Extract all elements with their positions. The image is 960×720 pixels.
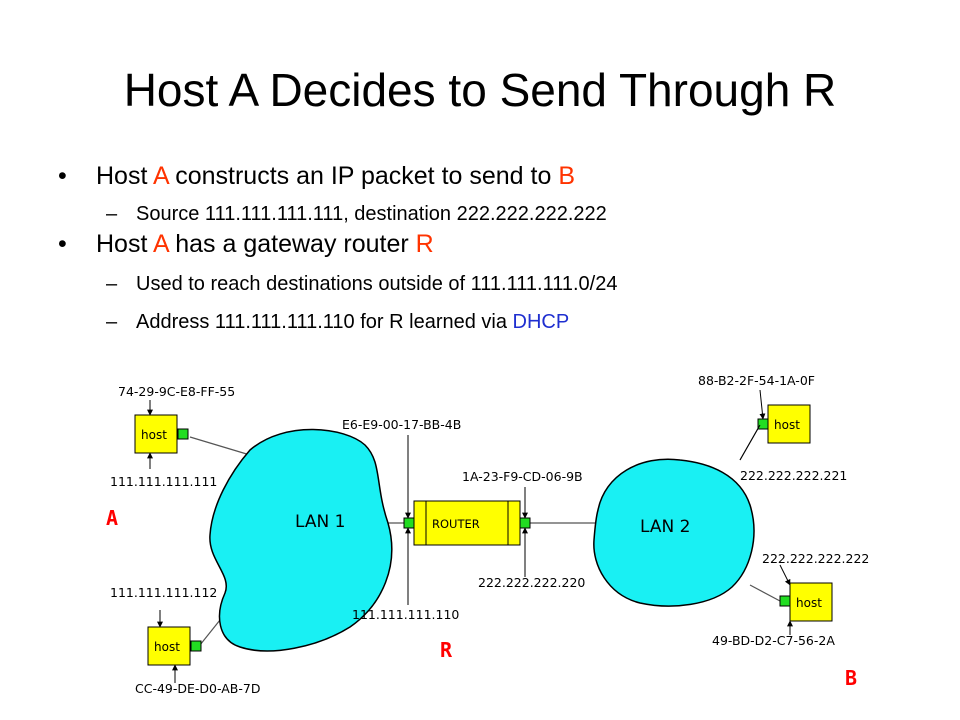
host-b-highlight: B — [558, 162, 576, 190]
router-right-ip: 222.222.222.220 — [478, 575, 585, 590]
host-c-mac: CC-49-DE-D0-AB-7D — [135, 681, 260, 696]
sub-bullet-text: Source 111.111.111.111, destination 222.… — [136, 203, 607, 225]
sub-bullet-dhcp-address: – Address 111.111.111.110 for R learned … — [58, 308, 938, 336]
dash-marker: – — [106, 311, 118, 333]
host-b: host — [779, 582, 833, 622]
bullet-text: constructs an IP packet to send to — [168, 162, 559, 190]
host-a-ip: 111.111.111.111 — [110, 474, 217, 489]
host-b-mac: 49-BD-D2-C7-56-2A — [712, 633, 835, 648]
host-c-ip: 111.111.111.112 — [110, 585, 217, 600]
bullet-marker: • — [58, 162, 67, 190]
letter-r: R — [440, 638, 453, 662]
slide-title: Host A Decides to Send Through R — [123, 64, 837, 116]
bullet-text: has a gateway router — [168, 230, 416, 258]
host-label: host — [796, 596, 822, 610]
router-right-mac: 1A-23-F9-CD-06-9B — [462, 469, 583, 484]
host-d: host — [757, 404, 811, 444]
router: ROUTER — [403, 500, 531, 546]
dash-marker: – — [106, 203, 118, 225]
sub-bullet-text: Used to reach destinations outside of 11… — [136, 273, 618, 295]
network-diagram-svg: LAN 1 LAN 2 host host ROUTER host — [106, 373, 869, 696]
host-a-mac: 74-29-9C-E8-FF-55 — [118, 384, 235, 399]
bullet-gateway-router: • Host A has a gateway router R — [58, 228, 938, 260]
lan1-cloud — [209, 428, 393, 652]
bullet-marker: • — [58, 230, 67, 258]
host-d-port — [757, 418, 769, 430]
host-d-ip: 222.222.222.221 — [740, 468, 847, 483]
router-left-port — [403, 517, 415, 529]
bullet-text: Host — [96, 230, 153, 258]
link-host-a-lan1 — [189, 436, 251, 456]
router-r-highlight: R — [415, 230, 434, 258]
router-left-mac: E6-E9-00-17-BB-4B — [342, 417, 461, 432]
bullet-text: Host — [96, 162, 153, 190]
router-label: ROUTER — [432, 517, 480, 531]
host-label: host — [154, 640, 180, 654]
sub-bullet-source-destination: – Source 111.111.111.111, destination 22… — [58, 200, 938, 228]
lan2-cloud — [593, 458, 755, 607]
sub-bullet-outside-destinations: – Used to reach destinations outside of … — [58, 270, 938, 298]
host-label: host — [141, 428, 167, 442]
host-b-ip: 222.222.222.222 — [762, 551, 869, 566]
letter-b: B — [845, 666, 857, 690]
router-left-ip: 111.111.111.110 — [352, 607, 459, 622]
lan1-label: LAN 1 — [295, 512, 345, 532]
sub-bullet-text: Address 111.111.111.110 for R learned vi… — [136, 311, 513, 333]
host-d-mac: 88-B2-2F-54-1A-0F — [698, 373, 815, 388]
lan2-label: LAN 2 — [640, 517, 690, 537]
bullet-list: • Host A constructs an IP packet to send… — [58, 160, 938, 336]
bullet-host-constructs: • Host A constructs an IP packet to send… — [58, 160, 938, 192]
dhcp-highlight: DHCP — [512, 311, 570, 333]
host-a-highlight: A — [152, 230, 169, 258]
host-a: host — [134, 414, 189, 454]
router-right-port — [519, 517, 531, 529]
link-lan2-host-b — [749, 584, 781, 602]
dash-marker: – — [106, 273, 118, 295]
network-diagram: LAN 1 LAN 2 host host ROUTER host — [100, 365, 940, 715]
letter-a: A — [106, 506, 118, 530]
host-a-port — [177, 428, 189, 440]
host-b-port — [779, 595, 791, 607]
host-c-port — [190, 640, 202, 652]
host-label: host — [774, 418, 800, 432]
host-a-highlight: A — [152, 162, 169, 190]
host-c: host — [147, 626, 202, 666]
